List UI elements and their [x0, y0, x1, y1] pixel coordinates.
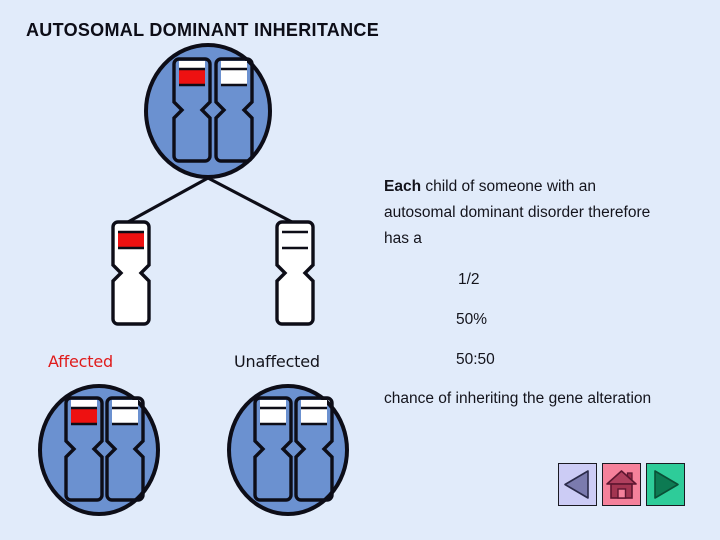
child2-chromosome-normal-a: [253, 396, 293, 502]
line-to-right-gamete: [207, 176, 293, 224]
affected-child-cell: [38, 384, 160, 516]
explanation-paragraph: Each child of someone with an autosomal …: [384, 174, 664, 252]
triangle-left-icon: [564, 470, 589, 499]
child1-chromosome-mutation: [64, 396, 104, 502]
explanation-tail: chance of inheriting the gene alteration: [384, 390, 652, 407]
forward-button[interactable]: [646, 463, 685, 506]
child1-chromosome-normal: [105, 396, 145, 502]
odds-ratio: 50:50: [456, 351, 495, 368]
page-title: AUTOSOMAL DOMINANT INHERITANCE: [26, 20, 379, 40]
house-icon: [606, 470, 637, 499]
unaffected-child-cell: [227, 384, 349, 516]
affected-parent-cell: [144, 43, 272, 179]
explanation-rest: child of someone with an autosomal domin…: [384, 178, 651, 247]
parent-chromosome-mutation: [172, 57, 212, 163]
parent-chromosome-normal: [214, 57, 254, 163]
gamete-without-mutation: [275, 220, 315, 326]
line-to-left-gamete: [127, 176, 209, 224]
odds-fraction: 1/2: [458, 271, 480, 288]
back-button[interactable]: [558, 463, 597, 506]
home-button[interactable]: [602, 463, 641, 506]
gamete-with-mutation: [111, 220, 151, 326]
explanation-lead: Each: [384, 178, 422, 195]
inheritance-lines: [127, 176, 293, 224]
triangle-right-icon: [654, 470, 679, 499]
child2-chromosome-normal-b: [294, 396, 334, 502]
label-unaffected: Unaffected: [234, 352, 320, 371]
odds-percent: 50%: [456, 311, 488, 328]
label-affected: Affected: [48, 352, 113, 371]
navigation-bar: [558, 463, 686, 508]
